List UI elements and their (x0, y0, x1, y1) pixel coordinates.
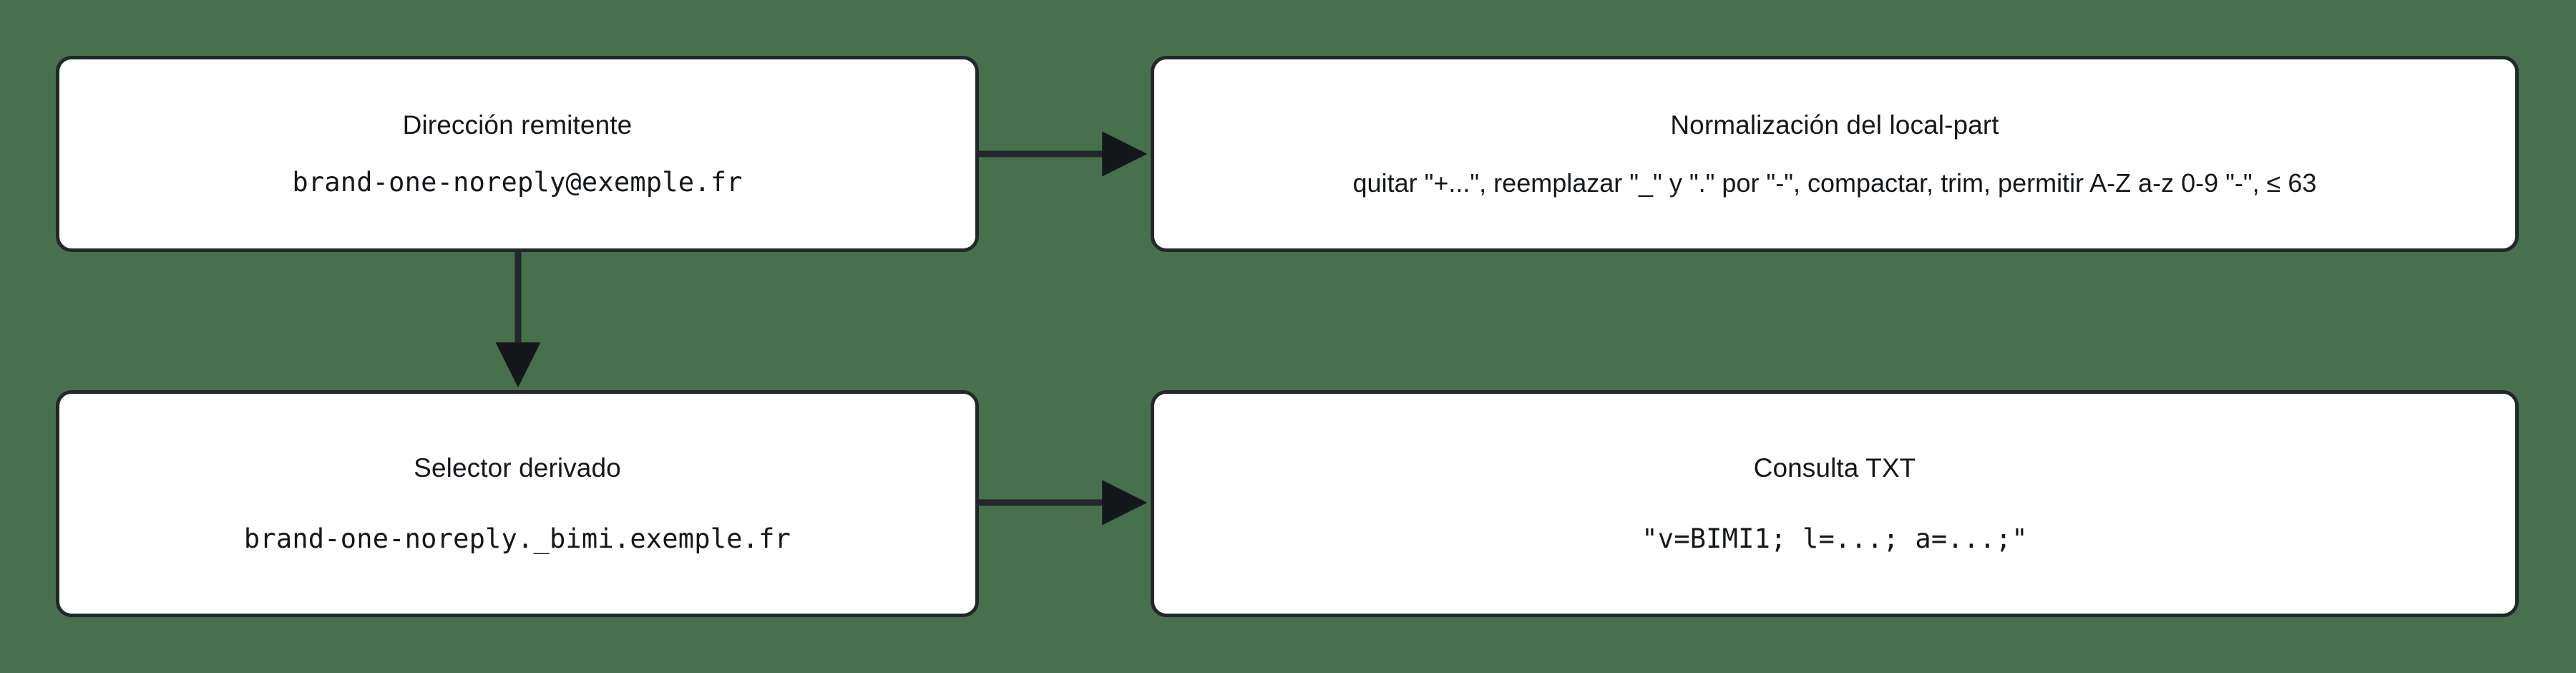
node-sender-address[interactable]: Dirección remitente brand-one-noreply@ex… (56, 56, 979, 252)
node-sender-title: Dirección remitente (402, 110, 633, 140)
node-normalize-detail: quitar "+...", reemplazar "_" y "." por … (1352, 168, 2317, 198)
node-sender-value: brand-one-noreply@exemple.fr (292, 167, 743, 198)
node-derived-selector[interactable]: Selector derivado brand-one-noreply._bim… (56, 390, 979, 617)
node-txt-query-value: "v=BIMI1; l=...; a=...;" (1641, 523, 2028, 554)
node-txt-query[interactable]: Consulta TXT "v=BIMI1; l=...; a=...;" (1151, 390, 2519, 617)
node-normalize-title: Normalización del local-part (1670, 110, 1999, 140)
node-local-part-normalization[interactable]: Normalización del local-part quitar "+..… (1151, 56, 2519, 252)
node-txt-query-title: Consulta TXT (1753, 453, 1916, 483)
node-selector-value: brand-one-noreply._bimi.exemple.fr (243, 523, 791, 554)
node-selector-title: Selector derivado (414, 453, 621, 483)
